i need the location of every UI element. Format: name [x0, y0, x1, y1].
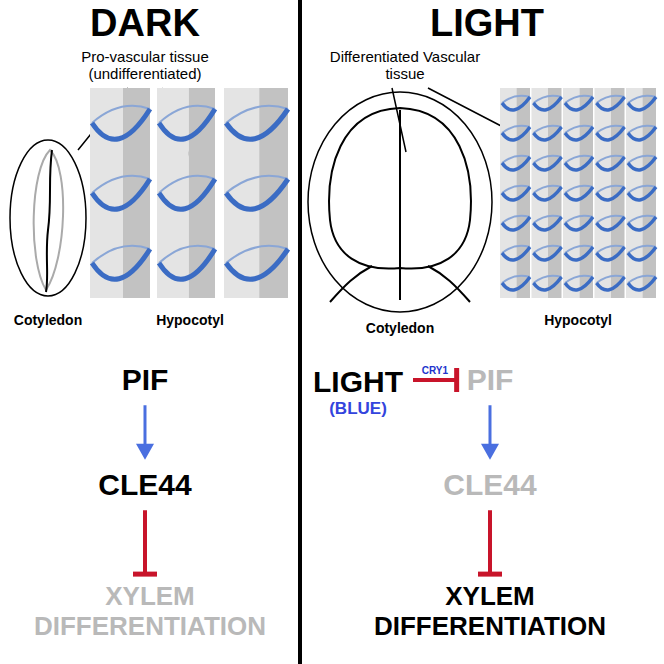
arrow-head — [481, 444, 499, 460]
spiral-front — [628, 157, 656, 170]
node-text: XYLEM DIFFERENTIATION — [344, 582, 636, 642]
spiral-front — [502, 187, 530, 200]
vein-loop — [329, 108, 471, 269]
spiral-front — [628, 187, 656, 200]
edge-line — [143, 510, 147, 574]
node-text: PIF — [122, 363, 169, 398]
spiral-front — [92, 179, 150, 209]
spiral-front — [628, 247, 656, 260]
part-label: Hypocotyl — [523, 312, 633, 328]
panel-title: DARK — [45, 2, 245, 46]
pathway-node: CLE44 — [439, 466, 540, 505]
node-text: CLE44 — [443, 468, 536, 503]
pathway-node: PIF — [118, 361, 173, 400]
spiral-front — [628, 97, 656, 110]
inhibition-bar — [454, 368, 459, 392]
spiral-front — [502, 277, 530, 290]
spiral-front — [565, 157, 593, 170]
leader-line — [392, 88, 505, 152]
spiral-front — [534, 127, 562, 140]
spiral-front — [226, 179, 288, 209]
spiral-front — [597, 277, 625, 290]
inhibition-bar — [133, 572, 157, 577]
spiral-front — [534, 157, 562, 170]
spiral-front — [597, 247, 625, 260]
edge-line — [488, 405, 491, 446]
edge-label: CRY1 — [420, 365, 450, 376]
spiral-front — [92, 249, 150, 279]
spiral-front — [565, 187, 593, 200]
spiral-front — [565, 247, 593, 260]
node-text: CLE44 — [98, 468, 191, 503]
midrib — [46, 150, 52, 292]
panel-title: LIGHT — [387, 2, 587, 46]
node-text: XYLEM DIFFERENTIATION — [6, 582, 294, 642]
pathway-node: LIGHT(BLUE) — [309, 363, 407, 421]
spiral-front — [159, 179, 215, 209]
spiral-front — [226, 109, 288, 139]
spiral-front — [502, 217, 530, 230]
spiral-front — [565, 97, 593, 110]
pathway-node: CLE44 — [94, 466, 195, 505]
spiral-front — [502, 157, 530, 170]
tissue-label: Pro-vascular tissue (undifferentiated) — [68, 48, 223, 83]
spiral-front — [502, 127, 530, 140]
part-label: Cotyledon — [2, 312, 94, 328]
inhibition-edge — [133, 510, 157, 574]
arrow-head — [136, 444, 154, 460]
inhibition-bar — [478, 572, 502, 577]
pathway-node: XYLEM DIFFERENTIATION — [340, 580, 640, 644]
edge-line — [488, 510, 492, 574]
spiral-front — [628, 127, 656, 140]
spiral-front — [597, 97, 625, 110]
panel-divider — [298, 0, 302, 664]
node-text: PIF — [467, 363, 514, 398]
hypocotyl-cells — [90, 88, 656, 298]
spiral-front — [628, 217, 656, 230]
spiral-front — [565, 217, 593, 230]
node-text: (BLUE) — [313, 399, 403, 419]
spiral-front — [226, 249, 288, 279]
vein-branch — [330, 266, 470, 302]
activation-arrow — [136, 405, 154, 460]
spiral-front — [565, 277, 593, 290]
spiral-front — [565, 127, 593, 140]
spiral-front — [534, 277, 562, 290]
spiral-front — [534, 97, 562, 110]
edge-line — [413, 378, 457, 382]
cotyledon-outline — [10, 140, 86, 296]
tissue-label: Differentiated Vascular tissue — [328, 48, 483, 83]
pathway-node: PIF — [463, 361, 518, 400]
part-label: Hypocotyl — [135, 312, 245, 328]
pathway-node: XYLEM DIFFERENTIATION — [2, 580, 298, 644]
part-label: Cotyledon — [345, 320, 455, 336]
spiral-front — [597, 127, 625, 140]
spiral-front — [159, 109, 215, 139]
spiral-front — [92, 109, 150, 139]
node-text: LIGHT — [313, 365, 403, 400]
spiral-front — [628, 277, 656, 290]
inhibition-edge — [478, 510, 502, 574]
spiral-front — [502, 97, 530, 110]
spiral-front — [159, 249, 215, 279]
midrib — [399, 110, 401, 300]
activation-arrow — [481, 405, 499, 460]
spiral-front — [534, 217, 562, 230]
spiral-front — [534, 187, 562, 200]
spiral-front — [597, 157, 625, 170]
spiral-front — [502, 247, 530, 260]
spiral-front — [597, 187, 625, 200]
edge-line — [143, 405, 146, 446]
spiral-front — [597, 217, 625, 230]
spiral-front — [534, 247, 562, 260]
